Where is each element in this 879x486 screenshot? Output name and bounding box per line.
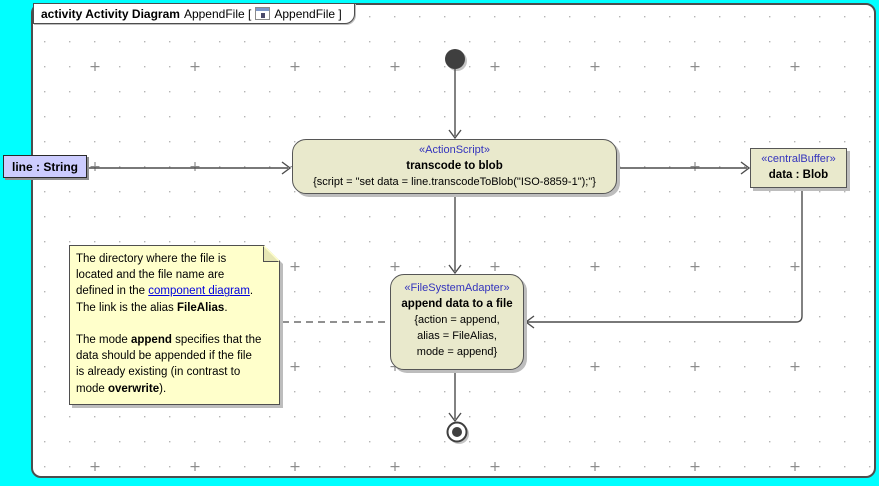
edge-buffer-to-append[interactable] [524,188,803,329]
edge-pin-to-transcode[interactable] [88,161,292,175]
edge-transcode-to-append[interactable] [448,194,462,275]
component-diagram-link[interactable]: component diagram [148,285,250,298]
diagram-canvas[interactable]: «ActionScript» transcode to blob {script… [31,3,876,478]
action-transcode-to-blob[interactable]: «ActionScript» transcode to blob {script… [292,139,617,194]
note-line: defined in the component diagram. [76,285,254,298]
central-buffer-node[interactable]: «centralBuffer» data : Blob [750,148,847,188]
activity-diagram-icon [255,7,271,20]
note-fold-corner [263,246,279,262]
edge-start-to-transcode[interactable] [448,69,462,140]
activity-final-node[interactable] [446,421,470,445]
edge-transcode-to-buffer[interactable] [617,161,751,175]
transcode-stereotype: «ActionScript» [419,144,490,156]
frame-name-label: AppendFile [ [183,6,252,21]
note-line [76,316,273,332]
initial-node[interactable] [445,49,467,71]
note-line: is already existing (in contrast to [76,366,241,379]
note-line: The mode append specifies that the [76,334,262,347]
action-append-data[interactable]: «FileSystemAdapter» append data to a fil… [390,274,524,370]
append-constraint-line: {action = append, [414,314,500,326]
note-line: data should be appended if the file [76,350,252,363]
transcode-name: transcode to blob [406,160,503,172]
note-line: mode overwrite). [76,382,167,395]
note-line: The link is the alias FileAlias. [76,301,228,314]
transcode-script: {script = "set data = line.transcodeToBl… [313,176,596,188]
append-constraint-line: alias = FileAlias, [417,330,497,342]
buffer-stereotype: «centralBuffer» [761,153,836,165]
input-pin-line-string[interactable]: line : String [3,155,87,178]
frame-kind-label: activity Activity Diagram [41,6,180,21]
edge-append-to-final[interactable] [448,370,462,423]
frame-context-label: AppendFile ] [274,6,342,21]
note-line: located and the file name are [76,269,225,282]
append-constraint-line: mode = append} [416,346,498,358]
diagram-frame-tab[interactable]: activity Activity Diagram AppendFile [ A… [33,3,355,24]
note-line: The directory where the file is [76,253,227,265]
append-stereotype: «FileSystemAdapter» [404,282,510,294]
buffer-name: data : Blob [768,169,829,181]
append-name: append data to a file [401,298,513,310]
comment-note[interactable]: The directory where the file is located … [69,245,283,408]
